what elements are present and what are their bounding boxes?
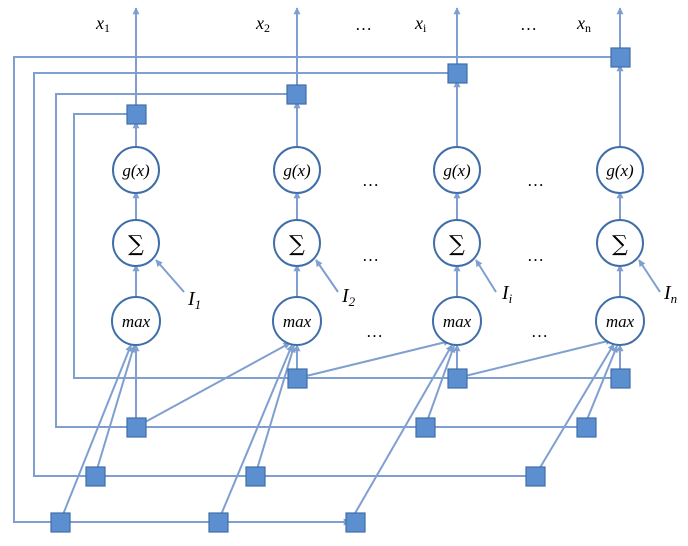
feedback-loop-2 (55, 93, 297, 428)
max-node (111, 296, 161, 346)
output-label-2: x2 (255, 13, 270, 35)
max-node (432, 296, 482, 346)
input-label-2: I2 (341, 285, 356, 309)
sum-label: ∑ (289, 232, 305, 257)
sum-node (112, 219, 160, 267)
feedback-loop-i (33, 72, 457, 477)
ellipsis: … (520, 15, 537, 34)
input-labels: I1 I2 Ii In (187, 282, 677, 312)
junction-square (447, 368, 468, 389)
ellipsis: … (362, 246, 379, 265)
max-label: max (606, 312, 635, 331)
junction-square (576, 417, 597, 438)
diagonal-connections (59, 338, 618, 523)
sum-label: ∑ (612, 232, 628, 257)
junction-square (610, 47, 631, 68)
junction-square (245, 466, 266, 487)
max-label: max (122, 312, 151, 331)
gx-label: g(x) (606, 161, 634, 180)
sum-node (433, 219, 481, 267)
feedback-wires (13, 56, 620, 526)
ellipsis: … (366, 322, 383, 341)
gx-label: g(x) (122, 161, 150, 180)
junction-square (345, 512, 366, 533)
junction-square (85, 466, 106, 487)
junction-square (126, 417, 147, 438)
max-node (272, 296, 322, 346)
gx-label: g(x) (283, 161, 311, 180)
ellipsis: … (527, 246, 544, 265)
junction-square (447, 63, 468, 84)
output-labels: x1 x2 xi xn (95, 13, 591, 35)
junction-square (610, 368, 631, 389)
ellipsis: … (527, 171, 544, 190)
node-labels: g(x) g(x) g(x) g(x) ∑ ∑ ∑ ∑ max max max … (122, 161, 635, 331)
input-label-n: In (663, 282, 677, 306)
sum-node (273, 219, 321, 267)
junction-square (287, 368, 308, 389)
max-label: max (443, 312, 472, 331)
input-label-1: I1 (187, 288, 201, 312)
gx-node (273, 146, 321, 194)
sum-label: ∑ (128, 232, 144, 257)
junction-square (286, 84, 307, 105)
input-label-i: Ii (501, 282, 513, 306)
ellipses: … … … … … … … … (355, 15, 548, 341)
junctions (50, 47, 631, 533)
sum-label: ∑ (449, 232, 465, 257)
gx-label: g(x) (443, 161, 471, 180)
max-node (595, 296, 645, 346)
gx-node (433, 146, 481, 194)
external-inputs (155, 259, 661, 293)
feedback-loop-1 (73, 113, 298, 379)
junction-square (126, 104, 147, 125)
junction-square (50, 512, 71, 533)
nodes (111, 146, 645, 346)
ellipsis: … (531, 322, 548, 341)
output-label-1: x1 (95, 13, 110, 35)
max-label: max (283, 312, 312, 331)
ellipsis: … (362, 171, 379, 190)
junction-square (525, 466, 546, 487)
feedback-loop-n (13, 56, 620, 523)
ellipsis: … (355, 15, 372, 34)
output-label-n: xn (576, 13, 591, 35)
gx-node (112, 146, 160, 194)
output-label-i: xi (414, 13, 427, 35)
sum-node (596, 219, 644, 267)
junction-square (415, 417, 436, 438)
gx-node (596, 146, 644, 194)
junction-square (208, 512, 229, 533)
column-spines (132, 7, 624, 420)
